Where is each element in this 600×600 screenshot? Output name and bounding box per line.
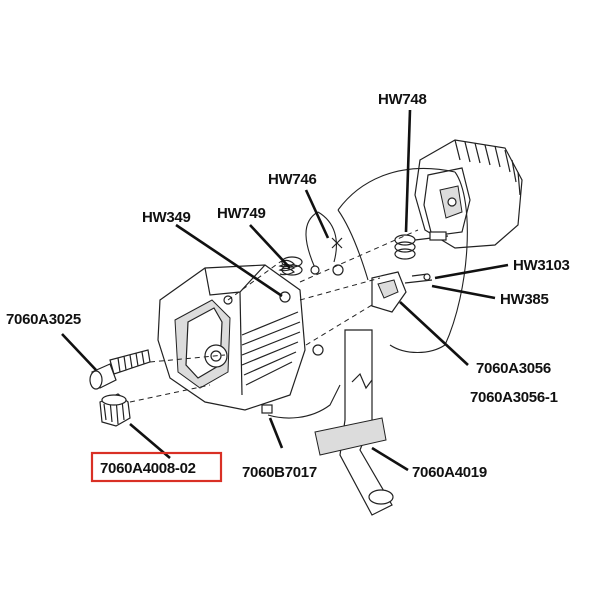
assembly-dashed-lines [129, 229, 419, 403]
label-hw349: HW349 [142, 209, 191, 226]
motor-housing [157, 264, 306, 411]
label-7060a3056-1: 7060A3056-1 [470, 389, 558, 406]
spring-hw749 [278, 256, 303, 276]
label-hw3103: HW3103 [513, 257, 570, 274]
fan-end-cap [414, 139, 523, 249]
wires [267, 168, 468, 419]
spring-hw748 [394, 231, 449, 260]
label-7060a3025: 7060A3025 [6, 311, 81, 328]
label-hw748: HW748 [378, 91, 427, 108]
brush-lead-hw746 [305, 211, 343, 275]
switch-assembly [371, 271, 433, 313]
highlight-box [90, 451, 223, 483]
knob-7060a4008-02 [99, 393, 131, 427]
label-hw749: HW749 [217, 205, 266, 222]
brush-holder-right [312, 344, 324, 356]
label-7060a3056: 7060A3056 [476, 360, 551, 377]
label-7060a4019: 7060A4019 [412, 464, 487, 481]
label-7060a4008-02: 7060A4008-02 [100, 460, 196, 477]
thumb-screw-7060a3025 [89, 349, 151, 390]
brush-holder-top [332, 264, 344, 276]
label-hw385: HW385 [500, 291, 549, 308]
label-7060b7017: 7060B7017 [242, 464, 317, 481]
leader-lines [61, 109, 509, 472]
handle-hose [314, 329, 394, 516]
label-hw746: HW746 [268, 171, 317, 188]
brush-holder-left [279, 291, 291, 303]
terminal-7060b7017 [261, 404, 273, 414]
